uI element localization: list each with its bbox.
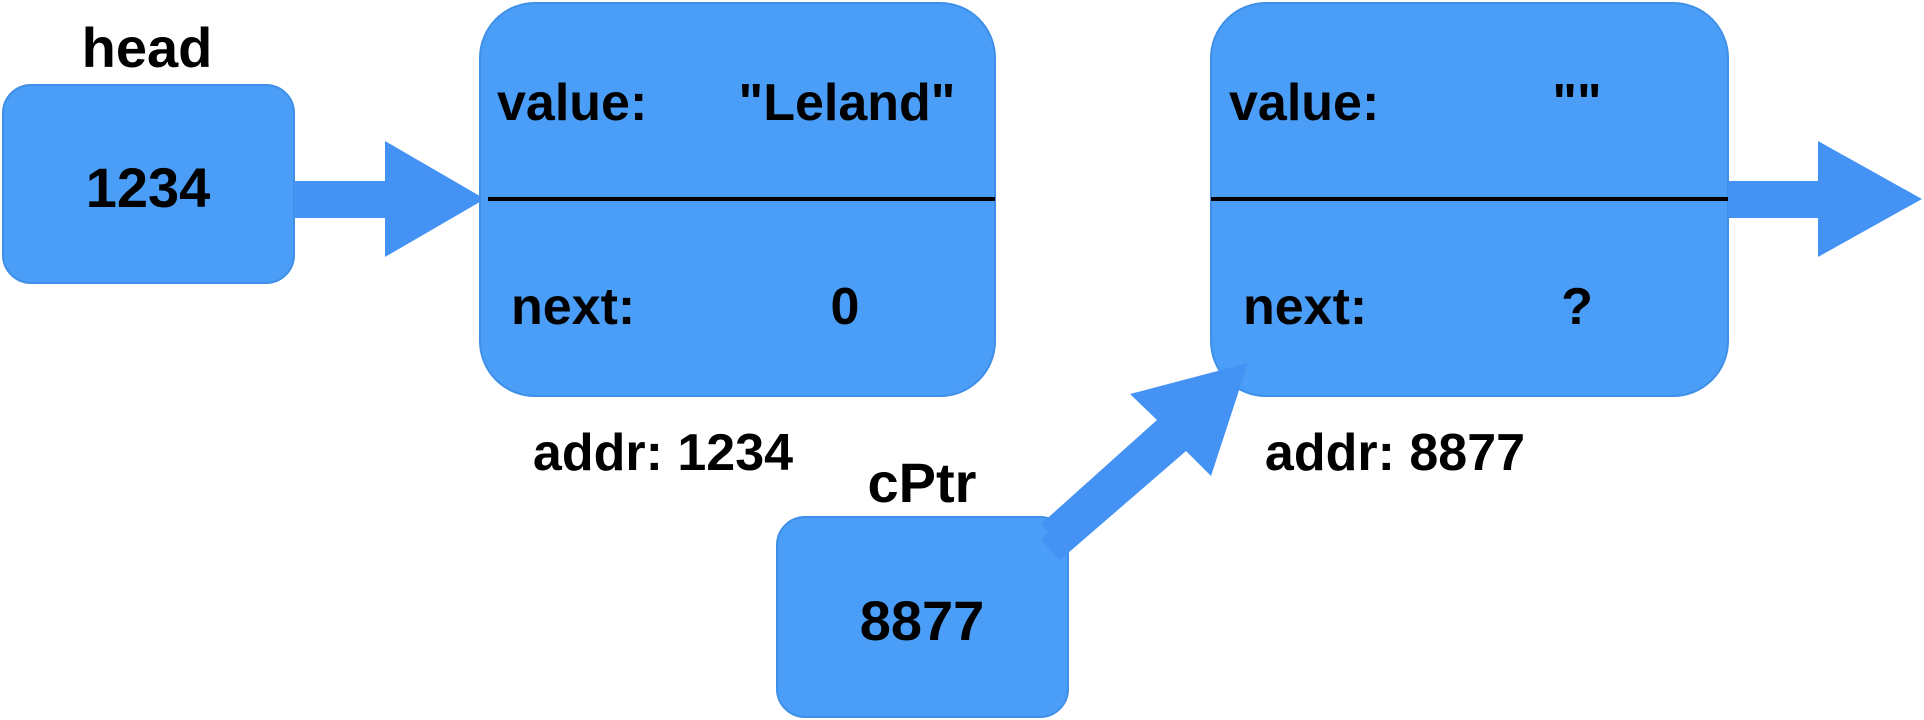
cptr-to-node2-arrow-shaft (1041, 420, 1186, 560)
node-2: value: "" next: ? (1210, 2, 1729, 397)
head-pointer: head 1234 (2, 16, 295, 284)
node-1-next-label: next: (511, 278, 635, 336)
node-2-next-label: next: (1243, 278, 1367, 336)
head-to-node1-arrow (294, 141, 485, 257)
node-2-value: "" (1552, 74, 1601, 132)
node-1-next: 0 (831, 278, 860, 336)
node-2-next: ? (1561, 278, 1593, 336)
cptr-value: 8877 (860, 589, 985, 652)
node-1: value: "Leland" next: 0 (479, 2, 996, 397)
node-1-value-label: value: (497, 74, 647, 132)
head-value: 1234 (86, 156, 211, 219)
node2-next-arrow (1728, 141, 1922, 257)
cptr-pointer: cPtr 8877 (776, 451, 1069, 718)
node-2-value-label: value: (1229, 74, 1379, 132)
node-1-value: "Leland" (739, 74, 956, 132)
node-2-address: addr: 8877 (1265, 424, 1525, 482)
node-1-address: addr: 1234 (533, 424, 793, 482)
cptr-label: cPtr (868, 451, 977, 514)
cptr-box (776, 516, 1069, 718)
head-label: head (82, 16, 213, 79)
